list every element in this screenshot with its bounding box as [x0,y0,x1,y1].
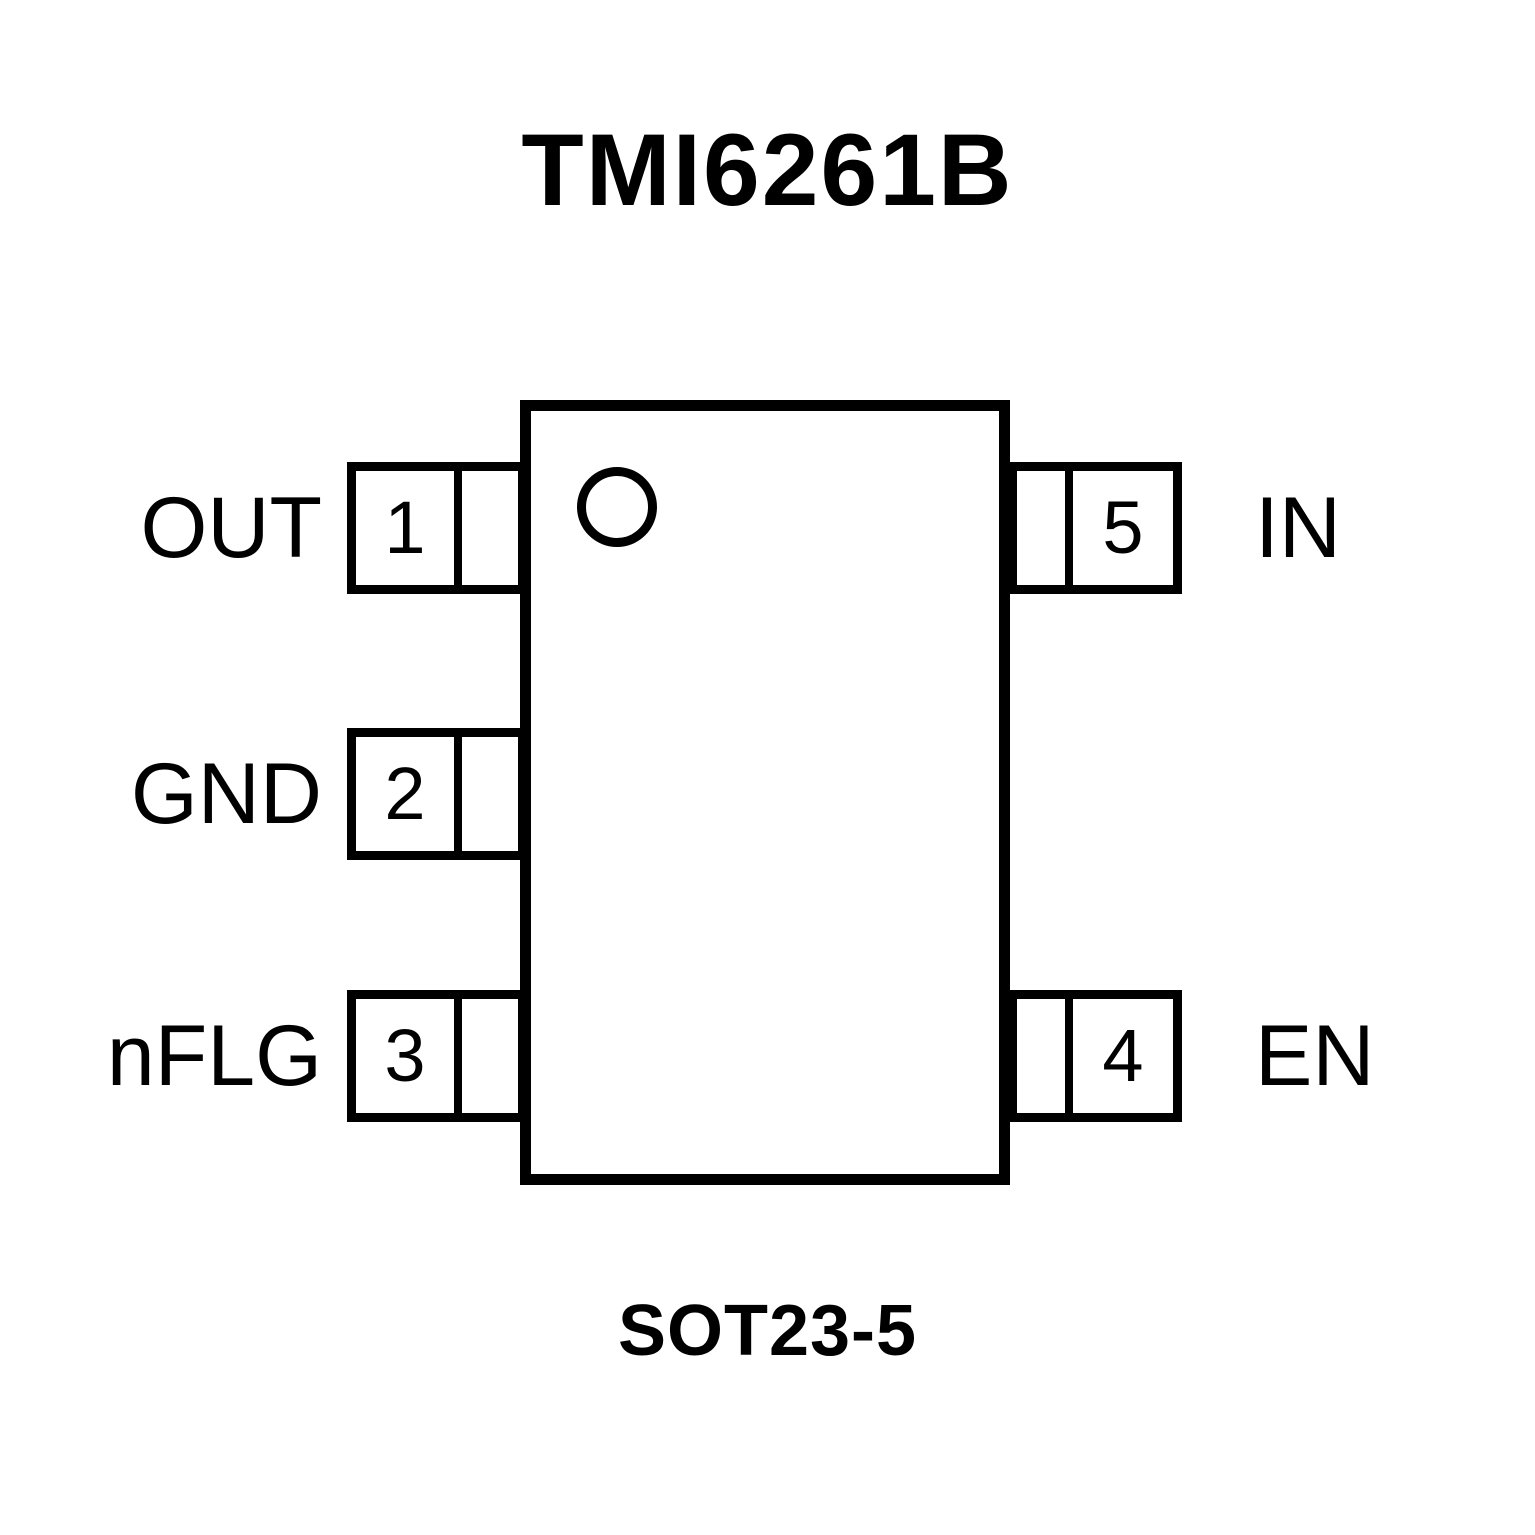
pin-box-4: 4 [1008,990,1182,1122]
pin-label-out: OUT [140,480,322,576]
pin-box-2: 2 [347,728,527,860]
pin-number-1: 1 [356,471,462,585]
pin-label-nflg: nFLG [106,1008,322,1104]
pin-box-5: 5 [1008,462,1182,594]
package-name-label: SOT23-5 [617,1291,918,1371]
part-number-title: TMI6261B [521,113,1014,227]
pin-lead-5 [1017,471,1073,585]
pin-lead-1 [462,471,518,585]
pin-number-3: 3 [356,999,462,1113]
pin-number-2: 2 [356,737,462,851]
pin1-indicator-dot-icon [577,467,657,547]
pin-label-gnd: GND [130,746,322,842]
pin-number-5: 5 [1102,486,1144,569]
pin-lead-3 [462,999,518,1113]
pin-label-in: IN [1255,480,1341,576]
pin-number-4: 4 [1102,1014,1144,1097]
pin-box-1: 1 [347,462,527,594]
pin-box-3: 3 [347,990,527,1122]
pin-label-en: EN [1255,1008,1375,1104]
pin-lead-4 [1017,999,1073,1113]
pin-lead-2 [462,737,518,851]
